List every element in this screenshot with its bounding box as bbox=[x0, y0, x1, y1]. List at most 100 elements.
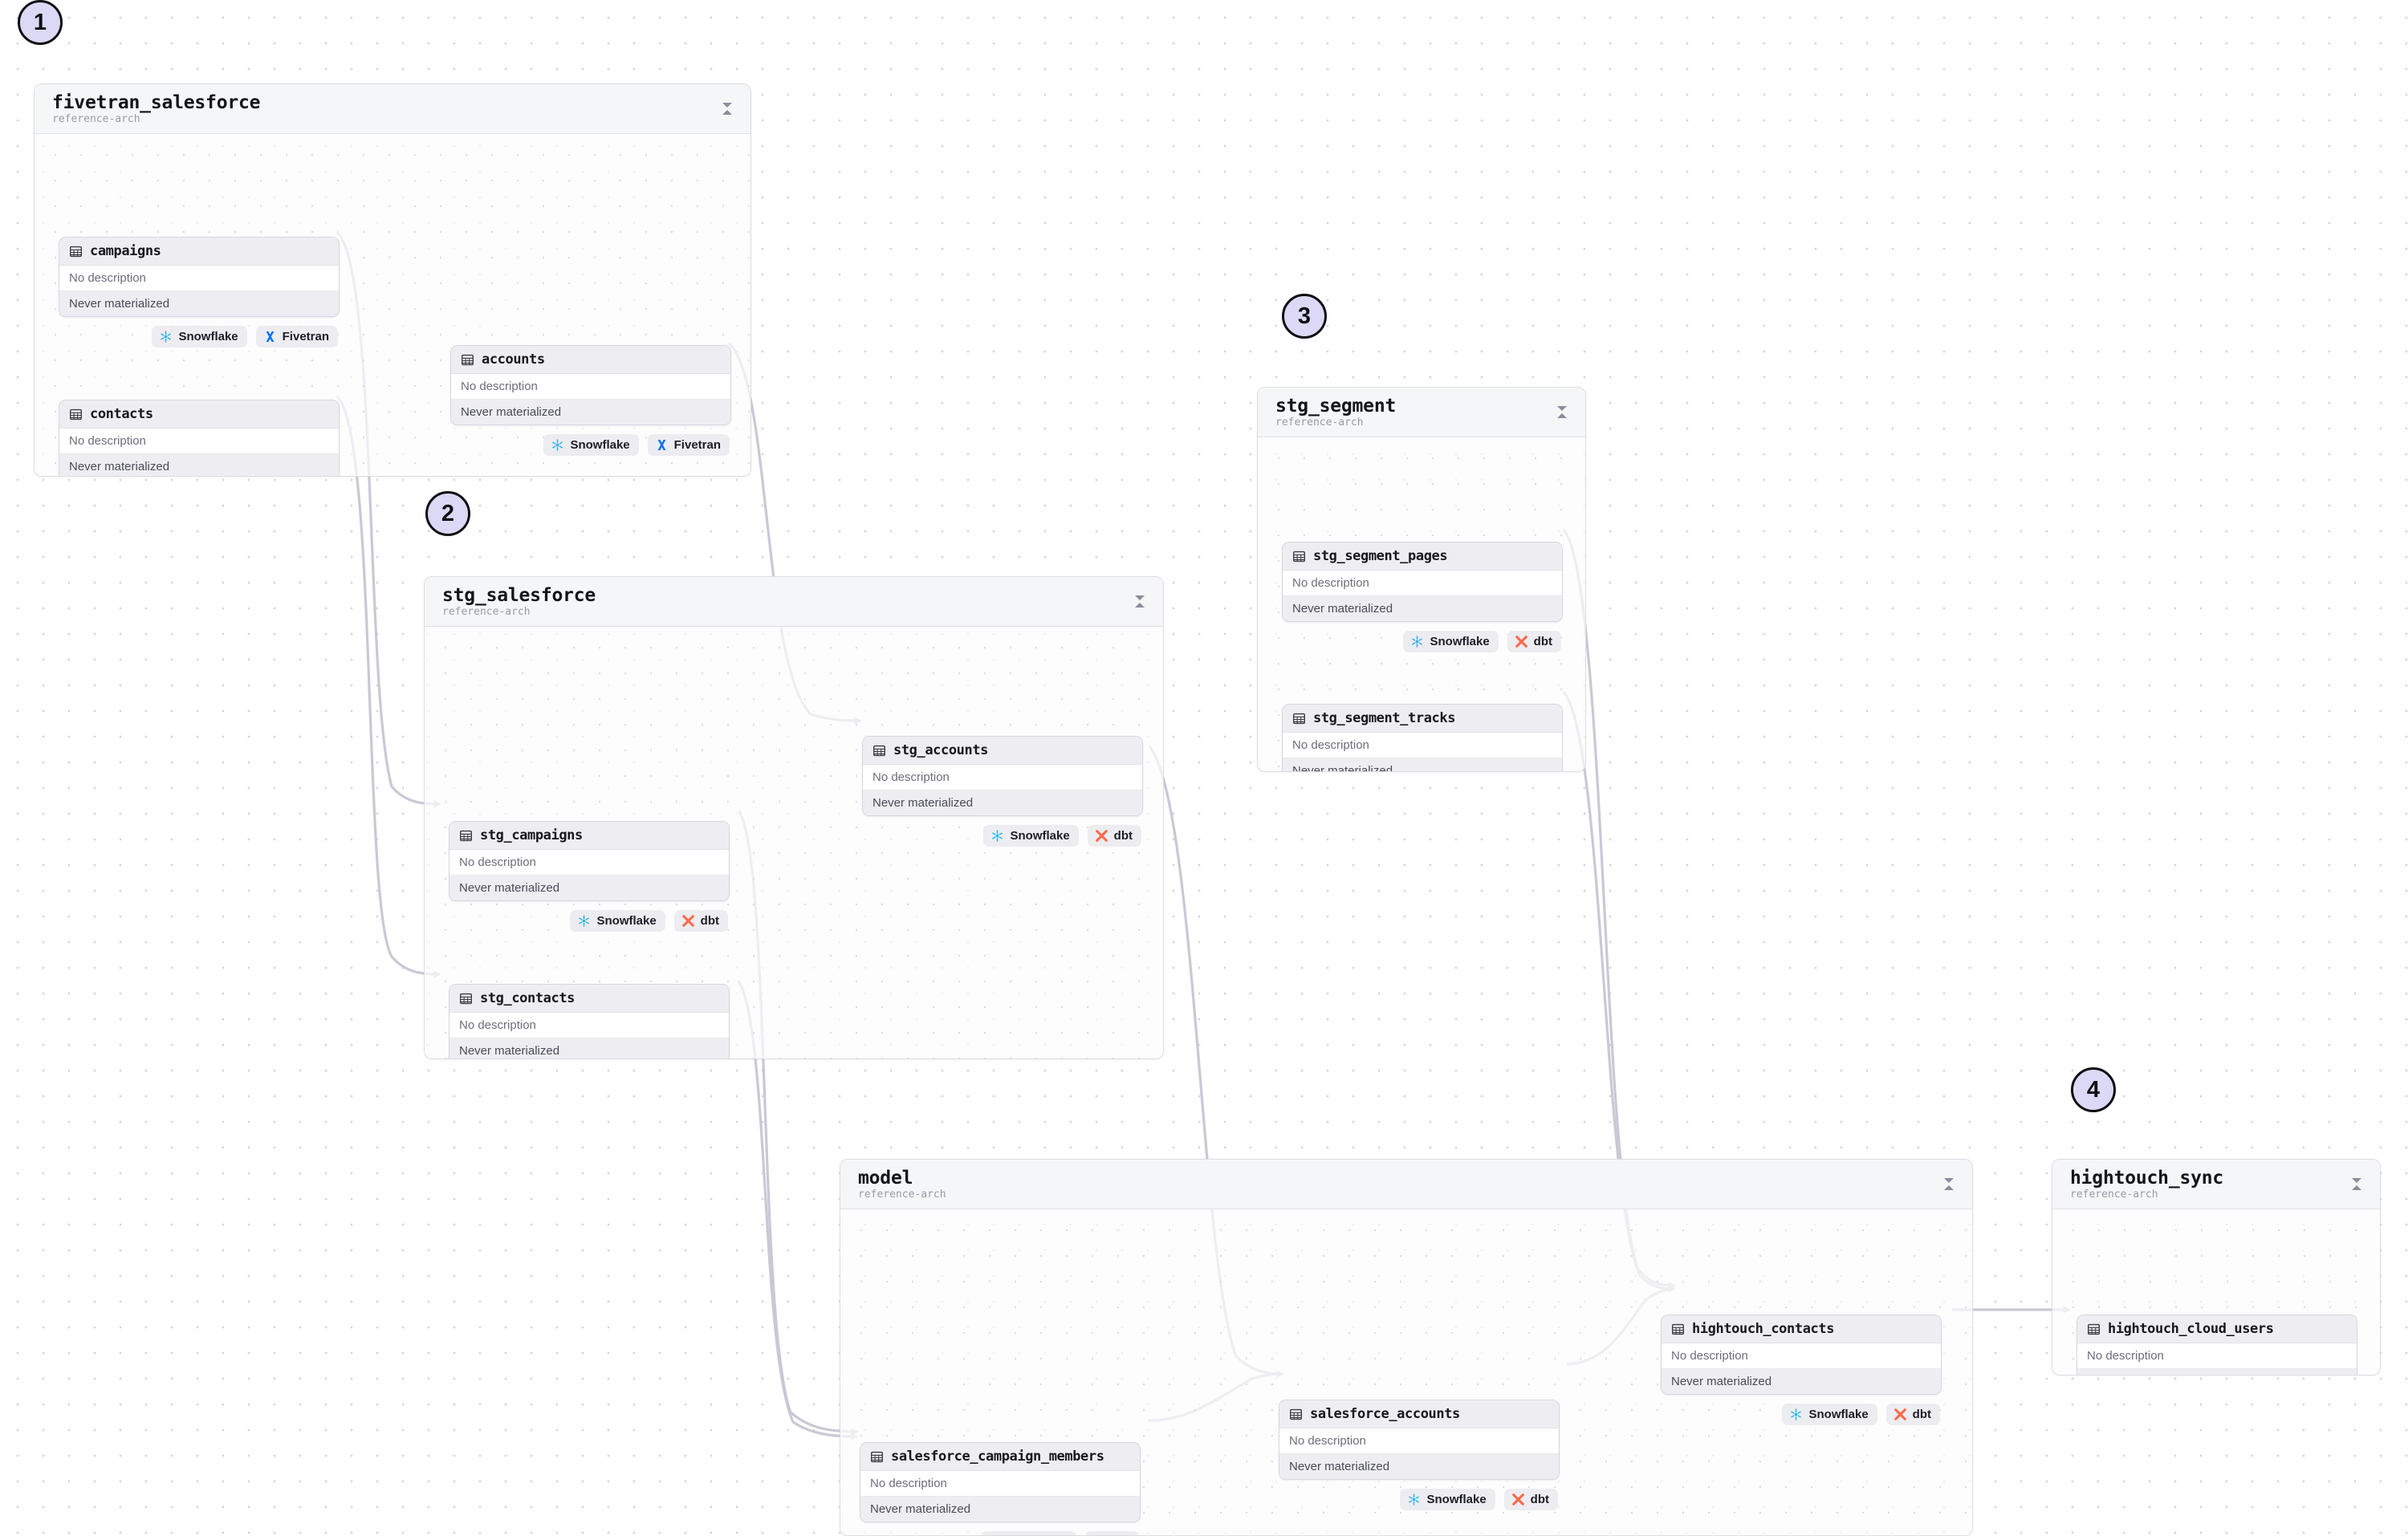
table-icon bbox=[2088, 1323, 2100, 1335]
badge-snowflake[interactable]: Snowflake bbox=[152, 326, 247, 347]
badge-snowflake[interactable]: Snowflake bbox=[1403, 631, 1499, 652]
step-marker-1: 1 bbox=[18, 0, 63, 45]
group-subtitle: reference-arch bbox=[1275, 417, 1364, 429]
node-description: No description bbox=[59, 266, 339, 291]
group-subtitle: reference-arch bbox=[2070, 1189, 2158, 1201]
badge-snowflake[interactable]: Snowflake bbox=[543, 434, 639, 456]
badge-dbt[interactable]: dbt bbox=[673, 910, 728, 932]
badge-fivetran[interactable]: Fivetran bbox=[255, 326, 338, 347]
snowflake-icon bbox=[161, 331, 172, 343]
badge-label: Snowflake bbox=[1010, 829, 1070, 843]
snowflake-icon bbox=[1409, 1493, 1420, 1506]
badge-label: dbt bbox=[1912, 1408, 1931, 1421]
badge-dbt[interactable]: dbt bbox=[1503, 1489, 1558, 1510]
badge-snowflake[interactable]: Snowflake bbox=[983, 825, 1079, 847]
node-title: hightouch_cloud_users bbox=[2108, 1321, 2274, 1337]
badge-snowflake[interactable]: Snowflake bbox=[1400, 1489, 1495, 1510]
step-marker-4: 4 bbox=[2071, 1067, 2116, 1112]
badge-snowflake[interactable]: Snowflake bbox=[981, 1531, 1076, 1535]
chevron-down-icon bbox=[722, 102, 732, 108]
collapse-icon[interactable] bbox=[2349, 1176, 2364, 1192]
chevron-up-icon bbox=[722, 109, 732, 115]
badge-label: Snowflake bbox=[570, 438, 630, 452]
node-header: salesforce_campaign_members bbox=[860, 1443, 1140, 1471]
node-badges: Snowflake dbt bbox=[860, 1531, 1141, 1535]
chevron-up-icon bbox=[1944, 1185, 1954, 1190]
chevron-down-icon bbox=[1944, 1177, 1954, 1183]
node-header: hightouch_contacts bbox=[1662, 1315, 1941, 1343]
group-title: stg_salesforce bbox=[442, 585, 596, 606]
node-description: No description bbox=[860, 1471, 1140, 1496]
badge-label: Snowflake bbox=[1430, 635, 1490, 648]
node-title: stg_segment_tracks bbox=[1313, 710, 1456, 726]
group-subtitle: reference-arch bbox=[858, 1189, 946, 1201]
snowflake-icon bbox=[579, 915, 590, 927]
collapse-icon[interactable] bbox=[1555, 404, 1569, 420]
badge-dbt[interactable]: dbt bbox=[1087, 825, 1141, 847]
table-icon bbox=[462, 354, 474, 365]
collapse-icon[interactable] bbox=[1133, 593, 1147, 609]
badge-label: Snowflake bbox=[596, 914, 657, 928]
node-badges: Snowflake dbt bbox=[1279, 1489, 1560, 1510]
badge-label: Snowflake bbox=[178, 330, 238, 343]
badge-snowflake[interactable]: Snowflake bbox=[1782, 1404, 1877, 1425]
step-marker-3: 3 bbox=[1282, 294, 1327, 339]
badge-dbt[interactable]: dbt bbox=[1507, 631, 1561, 652]
badge-fivetran[interactable]: Fivetran bbox=[647, 434, 730, 456]
node-materialization-status: Never materialized bbox=[451, 399, 730, 425]
badge-dbt[interactable]: dbt bbox=[1885, 1404, 1940, 1425]
node-description: No description bbox=[1662, 1343, 1941, 1368]
badge-snowflake[interactable]: Snowflake bbox=[570, 910, 665, 932]
node-materialization-status: Never materialized bbox=[449, 875, 729, 900]
group-subtitle: reference-arch bbox=[52, 113, 140, 125]
node-description: No description bbox=[2077, 1343, 2357, 1368]
badge-dbt[interactable]: dbt bbox=[1084, 1531, 1139, 1535]
table-icon bbox=[1293, 713, 1305, 724]
collapse-icon[interactable] bbox=[720, 100, 734, 116]
node-title: hightouch_contacts bbox=[1692, 1321, 1835, 1337]
dbt-icon bbox=[1893, 1408, 1906, 1421]
node-title: stg_campaigns bbox=[480, 827, 583, 843]
collapse-icon[interactable] bbox=[1942, 1176, 1956, 1192]
fivetran-icon bbox=[657, 440, 666, 450]
snowflake-icon bbox=[992, 830, 1003, 842]
